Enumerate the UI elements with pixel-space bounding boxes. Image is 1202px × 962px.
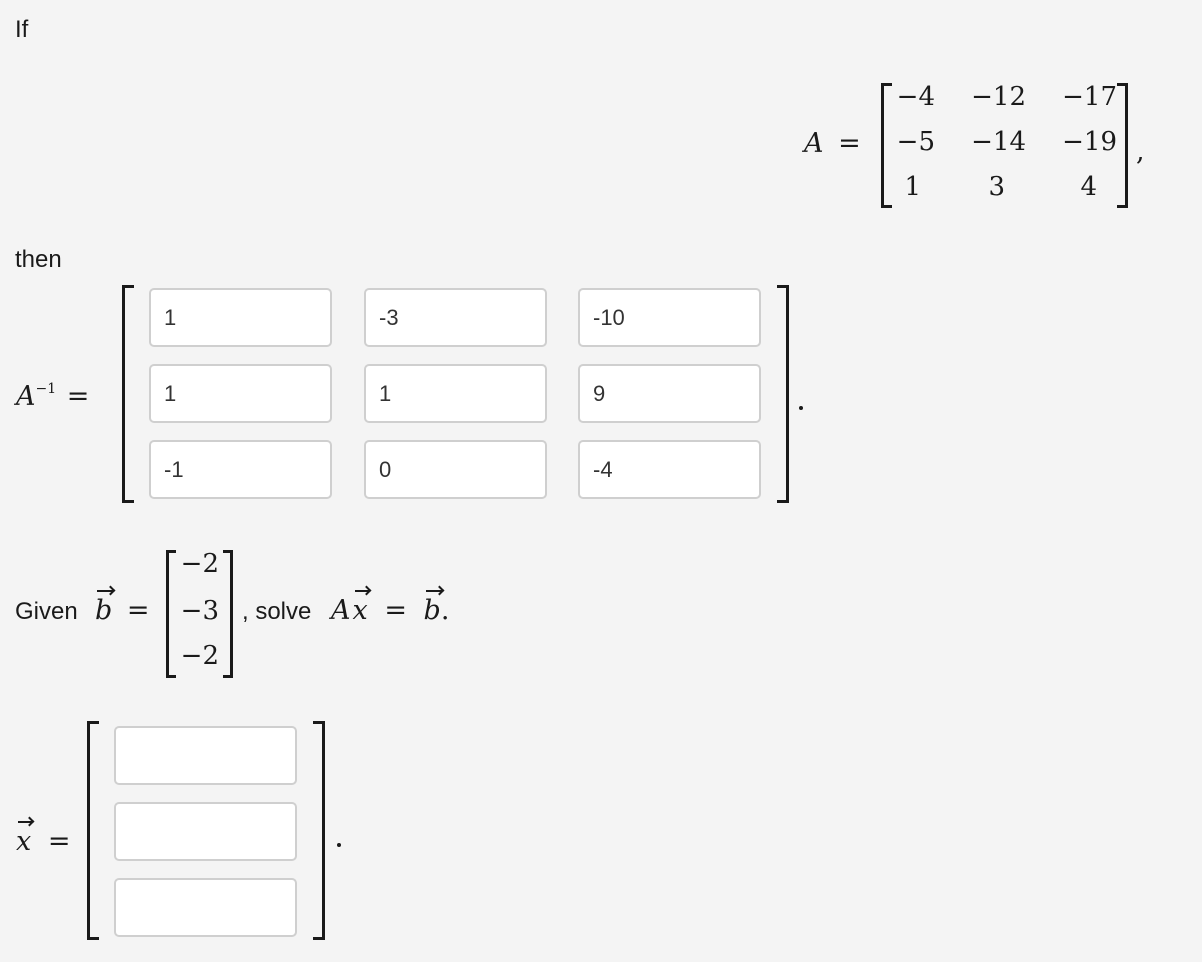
vector-b-entry: −2 — [180, 641, 219, 671]
solution-right-bracket — [313, 721, 325, 940]
equation-equals: = — [384, 595, 407, 626]
inverse-entry-r1c3[interactable] — [578, 288, 761, 347]
matrix-a-cell: 3 — [988, 172, 1005, 202]
matrix-a-right-bracket — [1117, 83, 1128, 208]
inverse-entry-r1c1[interactable] — [149, 288, 332, 347]
matrix-a-lhs: A = — [804, 130, 861, 157]
vector-b-entry: −3 — [180, 596, 219, 626]
matrix-a-equals: = — [838, 128, 861, 159]
then-label: then — [15, 246, 62, 273]
solution-lhs: x = — [16, 821, 71, 857]
solution-equals: = — [47, 826, 71, 857]
inverse-entry-r2c3[interactable] — [578, 364, 761, 423]
matrix-a-cell: −19 — [1062, 127, 1117, 157]
matrix-a-cell: −12 — [971, 82, 1026, 112]
equation-vector-x: x — [352, 590, 369, 626]
inverse-period — [799, 406, 803, 410]
inverse-entry-r3c3[interactable] — [578, 440, 761, 499]
solve-label: , solve — [242, 598, 312, 625]
equation: Ax = b. — [331, 590, 450, 626]
inverse-right-bracket — [777, 285, 789, 503]
matrix-a-cell: −5 — [896, 127, 935, 157]
solution-period — [337, 843, 341, 847]
matrix-a-cell: −4 — [896, 82, 935, 112]
if-label: If — [15, 16, 29, 43]
matrix-a-comma: , — [1136, 136, 1145, 167]
inverse-equals: = — [66, 381, 90, 412]
inverse-entry-r2c1[interactable] — [149, 364, 332, 423]
inverse-entry-r1c2[interactable] — [364, 288, 547, 347]
vector-b-lhs: b = — [95, 590, 150, 626]
equation-period: . — [440, 595, 450, 626]
inverse-lhs: A−1 = — [16, 382, 89, 410]
matrix-a-cell: 1 — [904, 172, 921, 202]
matrix-a-cell: 4 — [1080, 172, 1097, 202]
matrix-a-left-bracket — [881, 83, 892, 208]
solution-left-bracket — [87, 721, 99, 940]
inverse-entry-r2c2[interactable] — [364, 364, 547, 423]
inverse-entry-r3c2[interactable] — [364, 440, 547, 499]
solution-name: x — [16, 821, 33, 857]
vector-b-equals: = — [126, 595, 150, 626]
inverse-left-bracket — [122, 285, 134, 503]
inverse-entry-r3c1[interactable] — [149, 440, 332, 499]
vector-b-left-bracket — [166, 550, 176, 678]
vector-b-name: b — [95, 590, 114, 626]
given-label: Given — [15, 598, 78, 625]
equation-vector-b: b — [423, 590, 443, 626]
inverse-name: A — [16, 381, 36, 412]
matrix-a-cell: −17 — [1062, 82, 1117, 112]
vector-b-entry: −2 — [180, 549, 219, 579]
solution-entry-3[interactable] — [114, 878, 297, 937]
matrix-a-cell: −14 — [971, 127, 1026, 157]
equation-matrix: A — [331, 595, 351, 626]
solution-entry-2[interactable] — [114, 802, 297, 861]
solution-entry-1[interactable] — [114, 726, 297, 785]
inverse-superscript: −1 — [35, 381, 57, 397]
matrix-a-name: A — [804, 128, 824, 159]
vector-b-right-bracket — [223, 550, 233, 678]
